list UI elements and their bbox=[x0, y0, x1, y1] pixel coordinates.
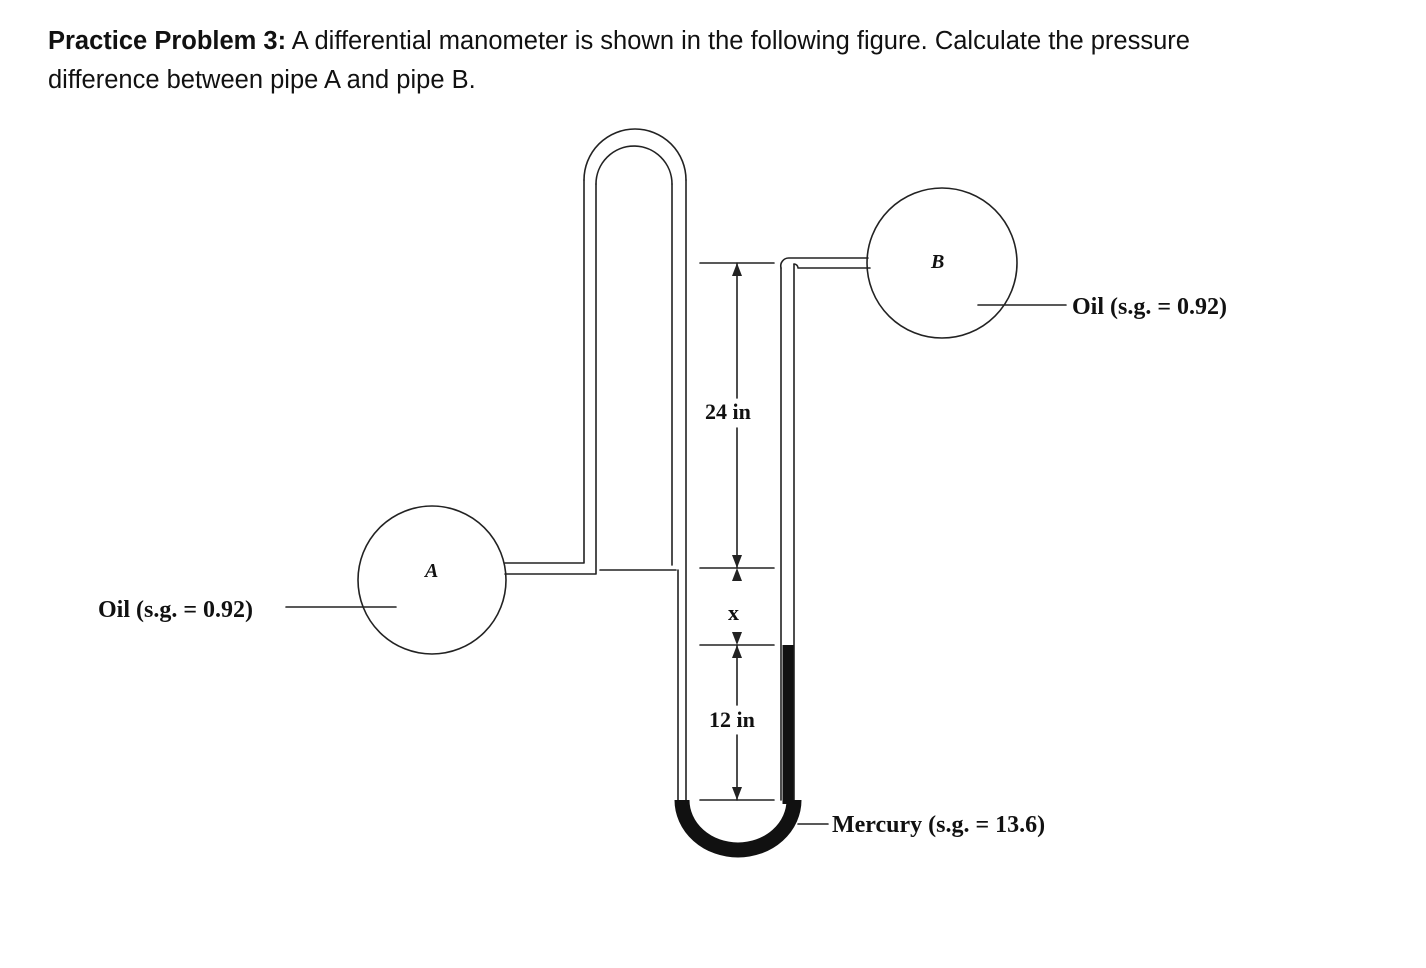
dim-24-label: 24 in bbox=[705, 399, 751, 424]
pipe-a-circle bbox=[357, 505, 507, 655]
problem-statement: Practice Problem 3: A differential manom… bbox=[48, 22, 1308, 100]
mercury-bend bbox=[674, 799, 802, 858]
arrow-24-top bbox=[732, 263, 742, 276]
pipe-a-label: A bbox=[423, 560, 438, 582]
problem-label: Practice Problem 3: bbox=[48, 27, 287, 55]
tube-a-top-wall bbox=[504, 179, 585, 564]
oil-a-label: Oil (s.g. = 0.92) bbox=[98, 597, 253, 623]
arrow-x-bottom bbox=[732, 632, 742, 645]
problem-text: A differential manometer is shown in the… bbox=[48, 27, 1190, 94]
arrow-24-bottom bbox=[732, 555, 742, 568]
pipe-b-circle bbox=[866, 187, 1018, 339]
top-bend-outer bbox=[583, 128, 687, 181]
dim-12-label: 12 in bbox=[709, 707, 755, 732]
tube-a-bottom-wall bbox=[504, 183, 597, 575]
mercury-label: Mercury (s.g. = 13.6) bbox=[832, 812, 1045, 838]
arrow-12-top bbox=[732, 645, 742, 658]
top-bend-inner bbox=[595, 145, 673, 185]
dim-x-label: x bbox=[728, 600, 739, 625]
oil-b-label: Oil (s.g. = 0.92) bbox=[1072, 294, 1227, 320]
pipe-b-label: B bbox=[930, 251, 944, 273]
tube-b-bottom-wall bbox=[793, 263, 871, 269]
arrow-12-bottom bbox=[732, 787, 742, 800]
tube-b-top-wall bbox=[779, 257, 869, 269]
arrow-x-top bbox=[732, 568, 742, 581]
